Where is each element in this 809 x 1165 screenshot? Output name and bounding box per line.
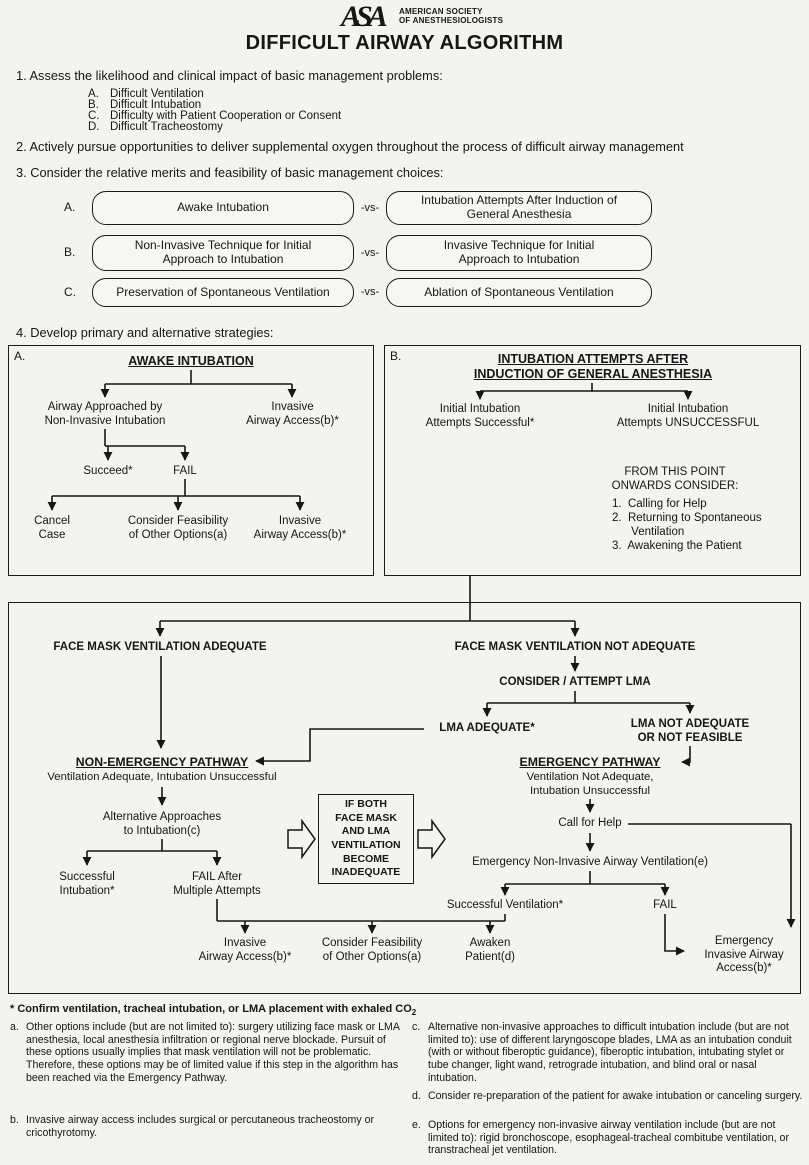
node-invasive-airway-access-a: Invasive Airway Access(b)* [253,515,347,541]
item-letter: A. [88,88,99,100]
footnote-letter: a. [10,1021,19,1033]
node-fail-multiple-attempts: FAIL After Multiple Attempts [173,871,261,897]
choice-label: Awake Intubation [177,200,269,215]
nonemergency-pathway-subtitle: Ventilation Adequate, Intubation Unsucce… [47,771,277,783]
item-text: Difficult Tracheostomy [110,121,223,133]
consider-item-1: 1. Calling for Help [612,498,707,510]
footnote-text: Alternative non-invasive approaches to d… [428,1021,792,1084]
node-initial-attempts-unsuccessful: Initial Intubation Attempts UNSUCCESSFUL [616,403,760,429]
item-letter: D. [88,121,100,133]
node-lma-adequate: LMA ADEQUATE* [439,722,535,734]
both-inadequate-note: IF BOTH FACE MASK AND LMA VENTILATION BE… [331,798,401,879]
node-successful-intubation: Successful Intubation* [59,871,115,897]
item-text: Difficult Ventilation [110,88,204,100]
footnote-text: Options for emergency non-invasive airwa… [428,1119,789,1157]
footnote-co2-sub: 2 [411,1008,417,1018]
node-consider-other-options-a: Consider Feasibility of Other Options(a) [127,515,229,541]
footnote-confirm-text: * Confirm ventilation, tracheal intubati… [10,1003,412,1015]
node-lma-not-adequate: LMA NOT ADEQUATE OR NOT FEASIBLE [630,718,750,744]
step3-heading: 3. Consider the relative merits and feas… [16,165,444,180]
node-awaken-patient: Awaken Patient(d) [465,937,515,963]
strategy-box-a-frame [8,345,374,576]
node-cancel-case: Cancel Case [34,515,70,541]
step1-item-c: C. Difficulty with Patient Cooperation o… [88,110,341,124]
step2-heading: 2. Actively pursue opportunities to deli… [16,139,684,154]
choice-label: Ablation of Spontaneous Ventilation [424,284,614,299]
choice-label: Non-Invasive Technique for Initial Appro… [134,238,312,266]
node-invasive-airway-access-main: Invasive Airway Access(b)* [198,937,292,963]
footnote-letter: d. [412,1090,421,1102]
vs-label: -vs- [360,202,380,214]
choice-row-c-letter: C. [64,285,76,299]
nonemergency-pathway-title: NON-EMERGENCY PATHWAY [75,755,249,769]
box-a-label: A. [14,349,26,363]
emergency-pathway-subtitle: Ventilation Not Adequate, Intubation Uns… [526,771,654,797]
node-successful-ventilation: Successful Ventilation* [446,899,564,911]
node-call-for-help: Call for Help [558,817,622,829]
choice-awake-intubation: Awake Intubation [92,191,354,225]
consider-item-3: 3. Awakening the Patient [612,540,742,552]
choice-row-a-letter: A. [64,200,76,214]
choice-row-b-letter: B. [64,245,76,259]
item-text: Difficulty with Patient Cooperation or C… [110,110,342,122]
choice-ablation-ventilation: Ablation of Spontaneous Ventilation [386,278,652,307]
node-fail-emergency: FAIL [653,899,677,911]
node-emergency-invasive-access: Emergency Invasive Airway Access(b)* [704,935,784,975]
footnote-text: Invasive airway access includes surgical… [26,1114,374,1139]
choice-invasive-technique: Invasive Technique for Initial Approach … [386,235,652,271]
footnote-d: d. Consider re-preparation of the patien… [412,1090,804,1103]
step1-item-a: A. Difficult Ventilation [88,88,204,102]
item-letter: B. [88,99,99,111]
asa-logo-mark: ASA [341,0,388,33]
node-emergency-noninvasive-ventilation: Emergency Non-Invasive Airway Ventilatio… [472,856,708,868]
choice-intubation-after-induction: Intubation Attempts After Induction of G… [386,191,652,225]
choice-preservation-ventilation: Preservation of Spontaneous Ventilation [92,278,354,307]
org-name-line1: AMERICAN SOCIETY [399,7,483,16]
footnote-text: Other options include (but are not limit… [26,1021,400,1084]
footnote-a: a. Other options include (but are not li… [10,1021,404,1085]
node-face-mask-not-adequate: FACE MASK VENTILATION NOT ADEQUATE [454,641,696,653]
strategy-box-b-frame [384,345,801,576]
both-inadequate-note-box: IF BOTH FACE MASK AND LMA VENTILATION BE… [318,794,414,884]
footnote-c: c. Alternative non-invasive approaches t… [412,1021,804,1085]
step4-heading: 4. Develop primary and alternative strat… [16,325,274,340]
box-b-title: INTUBATION ATTEMPTS AFTER INDUCTION OF G… [473,352,713,381]
step1-heading: 1. Assess the likelihood and clinical im… [16,68,443,83]
emergency-pathway-title: EMERGENCY PATHWAY [519,755,661,769]
node-succeed: Succeed* [83,465,133,477]
box-a-title: AWAKE INTUBATION [128,354,254,368]
node-fail-awake: FAIL [173,465,197,477]
choice-noninvasive-technique: Non-Invasive Technique for Initial Appro… [92,235,354,271]
item-letter: C. [88,110,100,122]
choice-label: Preservation of Spontaneous Ventilation [116,284,330,299]
node-consider-attempt-lma: CONSIDER / ATTEMPT LMA [499,676,651,688]
page-title: DIFFICULT AIRWAY ALGORITHM [245,32,564,54]
step1-item-b: B. Difficult Intubation [88,99,201,113]
vs-label: -vs- [360,286,380,298]
footnote-confirm-co2: * Confirm ventilation, tracheal intubati… [10,1003,416,1017]
footnote-e: e. Options for emergency non-invasive ai… [412,1119,804,1157]
footnote-letter: c. [412,1021,421,1033]
step1-item-d: D. Difficult Tracheostomy [88,121,223,135]
node-face-mask-adequate: FACE MASK VENTILATION ADEQUATE [53,641,267,653]
choice-label: Intubation Attempts After Induction of G… [420,193,618,221]
node-initial-attempts-successful: Initial Intubation Attempts Successful* [425,403,535,429]
consider-heading: FROM THIS POINT ONWARDS CONSIDER: [611,466,739,492]
footnote-text: Consider re-preparation of the patient f… [428,1090,803,1102]
footnote-letter: e. [412,1119,421,1131]
item-text: Difficult Intubation [110,99,202,111]
node-consider-feasibility-main: Consider Feasibility of Other Options(a) [321,937,423,963]
choice-label: Invasive Technique for Initial Approach … [443,238,595,266]
main-pathway-frame [8,602,801,994]
node-airway-approached-noninvasive: Airway Approached by Non-Invasive Intuba… [44,401,166,427]
org-name-line2: OF ANESTHESIOLOGISTS [399,16,504,25]
vs-label: -vs- [360,247,380,259]
footnote-b: b. Invasive airway access includes surgi… [10,1114,404,1139]
footnote-letter: b. [10,1114,19,1126]
consider-item-2: 2. Returning to Spontaneous Ventilation [612,512,762,538]
node-invasive-airway-access-top: Invasive Airway Access(b)* [246,401,339,427]
node-alternative-approaches: Alternative Approaches to Intubation(c) [102,811,222,837]
box-b-label: B. [390,349,402,363]
